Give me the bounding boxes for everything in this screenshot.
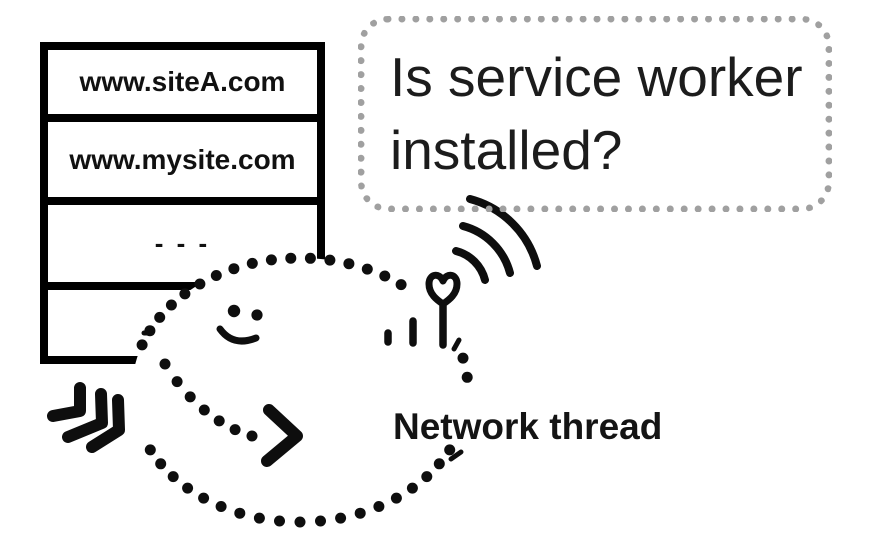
bubble-text-line2: installed? <box>390 119 623 181</box>
origin-url-label: www.siteA.com <box>79 66 286 97</box>
origin-table: www.siteA.com www.mysite.com - - - <box>40 42 325 364</box>
table-row <box>48 290 317 356</box>
table-row: www.siteA.com <box>48 50 317 122</box>
ellipsis-label: - - - <box>154 228 211 258</box>
arrow-chevron-icon <box>159 358 303 467</box>
origin-url-label: www.mysite.com <box>69 143 296 175</box>
table-row: - - - <box>48 205 317 290</box>
speech-bubble: Is service worker installed? <box>358 16 832 212</box>
signal-bars-icon <box>384 317 417 347</box>
bubble-text-line1: Is service worker <box>390 46 803 108</box>
network-thread-label: Network thread <box>393 406 663 447</box>
antenna-icon <box>425 271 462 352</box>
table-row: www.mysite.com <box>48 122 317 205</box>
motion-chevrons-icon <box>47 382 125 453</box>
